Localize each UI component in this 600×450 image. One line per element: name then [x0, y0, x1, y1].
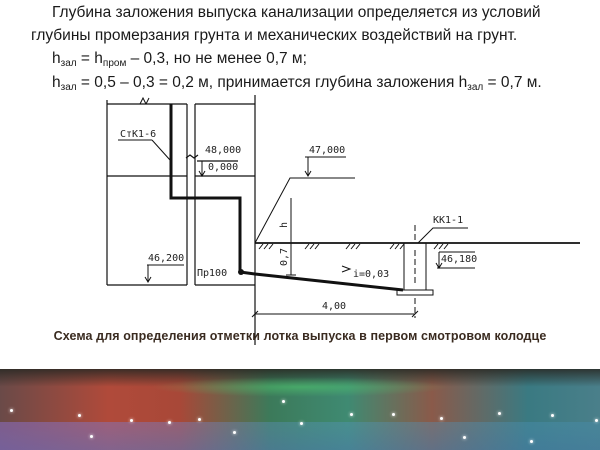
basement-mark: 46,200: [148, 253, 184, 264]
tray-mark: 46,180: [441, 254, 477, 265]
formula-depth-calc: hзал = 0,5 – 0,3 = 0,2 м, принимается гл…: [52, 74, 542, 93]
outlet-label: Пр100: [197, 268, 227, 279]
length-label: 4,00: [322, 301, 346, 312]
ground-hatching: [258, 243, 449, 250]
riser-pipe: [169, 104, 242, 272]
decorative-starfield-banner: [0, 369, 600, 450]
paragraph-line-2: глубины промерзания грунта и механически…: [31, 27, 518, 44]
depth-label: h: [279, 222, 290, 228]
floor-zero-mark: 0,000: [208, 162, 238, 173]
floor-mark: 48,000: [205, 145, 241, 156]
ground-mark: 47,000: [309, 145, 345, 156]
embankment-line: [254, 177, 355, 244]
elevation-arrow-icon: [198, 161, 206, 177]
break-mark-icon: [139, 96, 150, 105]
outlet-cleanout-icon: [238, 269, 244, 275]
slope-arrow-icon: [341, 265, 352, 273]
depth-value: 0,7: [279, 248, 290, 266]
outlet-pipe: [239, 270, 404, 292]
manhole-label: КК1-1: [433, 215, 463, 226]
diagram-caption: Схема для определения отметки лотка выпу…: [53, 329, 547, 343]
manhole: [396, 225, 434, 318]
slope-label: i=0,03: [353, 269, 389, 280]
building-outline: [106, 95, 256, 345]
riser-label: СтК1-6: [120, 129, 156, 140]
sewer-outlet-diagram: СтК1-6 48,000 0,000 47,000 h 0,7 i=0,03 …: [106, 95, 580, 345]
paragraph-line-1: Глубина заложения выпуска канализации оп…: [52, 4, 541, 21]
pipe-break-icon: [185, 154, 199, 159]
formula-depth-rule: hзал = hпром – 0,3, но не менее 0,7 м;: [52, 50, 307, 69]
